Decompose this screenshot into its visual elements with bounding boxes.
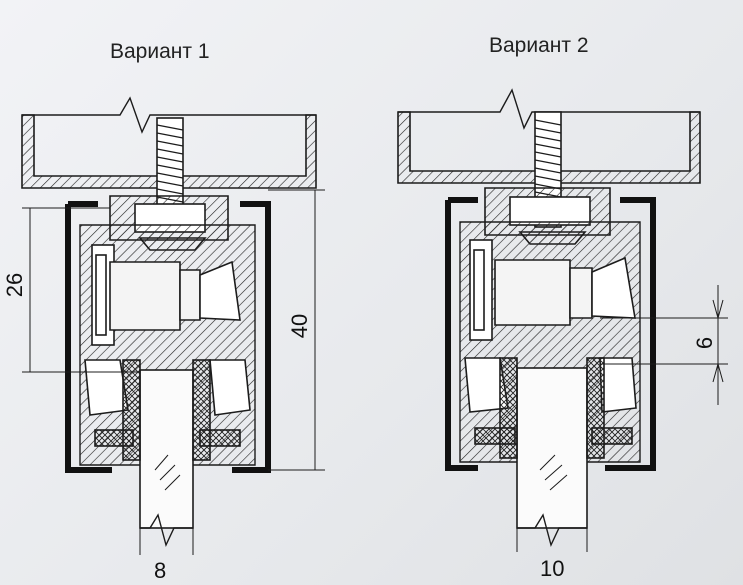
v1-glass-panel xyxy=(139,369,194,529)
v1-roller xyxy=(109,261,181,331)
v2-outer-rail xyxy=(445,197,656,471)
variant-1-title: Вариант 1 xyxy=(110,40,210,63)
v1-outer-rail xyxy=(65,201,271,473)
dim-label-10: 10 xyxy=(540,556,565,581)
v1-dim-40 xyxy=(268,189,325,471)
v1-dim-26 xyxy=(22,207,140,373)
v2-glass-panel xyxy=(516,367,588,529)
v2-dim-6 xyxy=(600,285,728,405)
dim-label-6: 6 xyxy=(692,336,717,350)
dim-label-40: 40 xyxy=(287,313,312,339)
dim-label-8: 8 xyxy=(154,558,167,583)
variant-1-section xyxy=(21,96,325,555)
v2-roller xyxy=(494,259,571,326)
variant-2-title: Вариант 2 xyxy=(489,34,589,57)
variant-2-section xyxy=(397,88,728,552)
dim-label-26: 26 xyxy=(2,272,27,298)
